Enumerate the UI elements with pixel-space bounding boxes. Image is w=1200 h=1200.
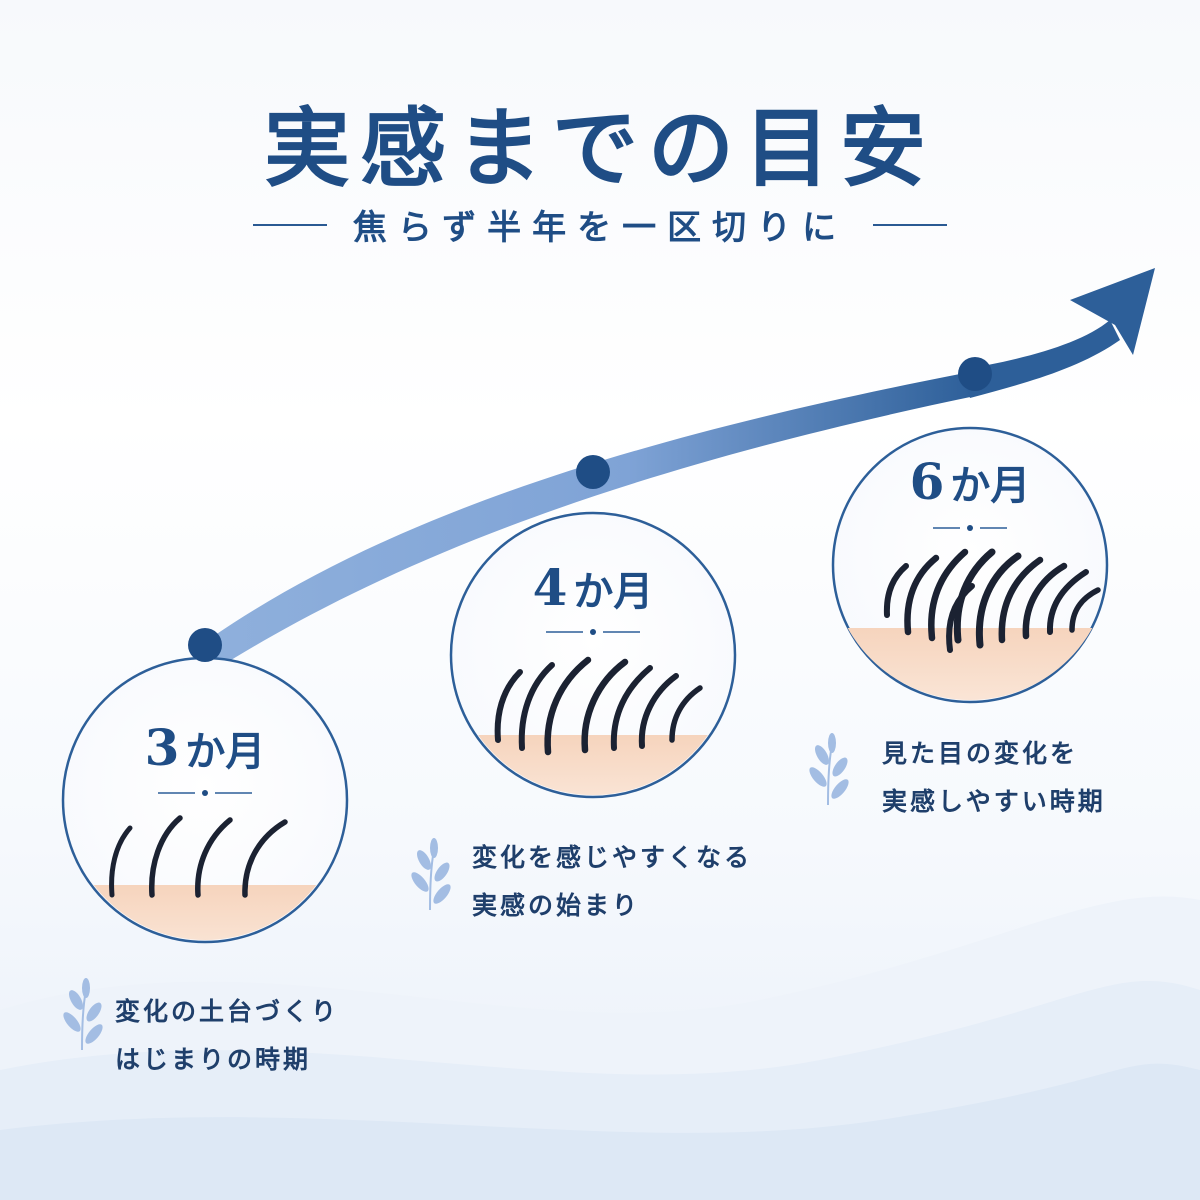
page-subtitle: 焦らず半年を一区切りに	[352, 208, 848, 248]
page-title: 実感までの目安	[264, 99, 936, 199]
description-line: 変化を感じやすくなる	[472, 843, 753, 872]
milestone-number: 4	[532, 558, 568, 617]
milestone-unit: か月	[185, 729, 266, 775]
description-line: 変化の土台づくり	[115, 997, 340, 1026]
description-line: 実感の始まり	[472, 891, 641, 920]
leaf-icon	[411, 838, 451, 911]
milestone-number: 3	[144, 718, 180, 777]
growth-arrow-shaft	[960, 320, 1120, 398]
leaf-icon	[809, 733, 849, 806]
arrow-icon	[1070, 268, 1155, 355]
milestone-number: 6	[909, 452, 945, 511]
milestone-description-3: 変化の土台づくり はじまりの時期	[115, 988, 339, 1084]
milestone-unit: か月	[573, 569, 654, 615]
hair-icon	[494, 656, 703, 756]
description-line: はじまりの時期	[115, 1045, 312, 1074]
milestone-circle-6	[830, 426, 1110, 704]
dot-icon	[188, 628, 222, 662]
milestone-circle-4	[449, 511, 737, 799]
growth-arrow-band	[205, 372, 975, 670]
description-line: 実感しやすい時期	[882, 787, 1106, 816]
subtitle-line-right	[873, 223, 948, 226]
milestone-description-6: 見た目の変化を 実感しやすい時期	[882, 730, 1106, 826]
subtitle-line-left	[252, 223, 327, 226]
hair-icon	[883, 548, 1101, 653]
milestone-unit: か月	[950, 463, 1031, 509]
subtitle-row: 焦らず半年を一区切りに	[0, 200, 1200, 249]
milestone-description-4: 変化を感じやすくなる 実感の始まり	[472, 834, 752, 930]
milestone-circle-3	[61, 656, 349, 944]
dot-icon	[576, 455, 610, 489]
leaf-icon	[63, 978, 103, 1051]
dot-icon	[958, 357, 992, 391]
description-line: 見た目の変化を	[882, 739, 1079, 768]
hair-icon	[109, 815, 288, 898]
